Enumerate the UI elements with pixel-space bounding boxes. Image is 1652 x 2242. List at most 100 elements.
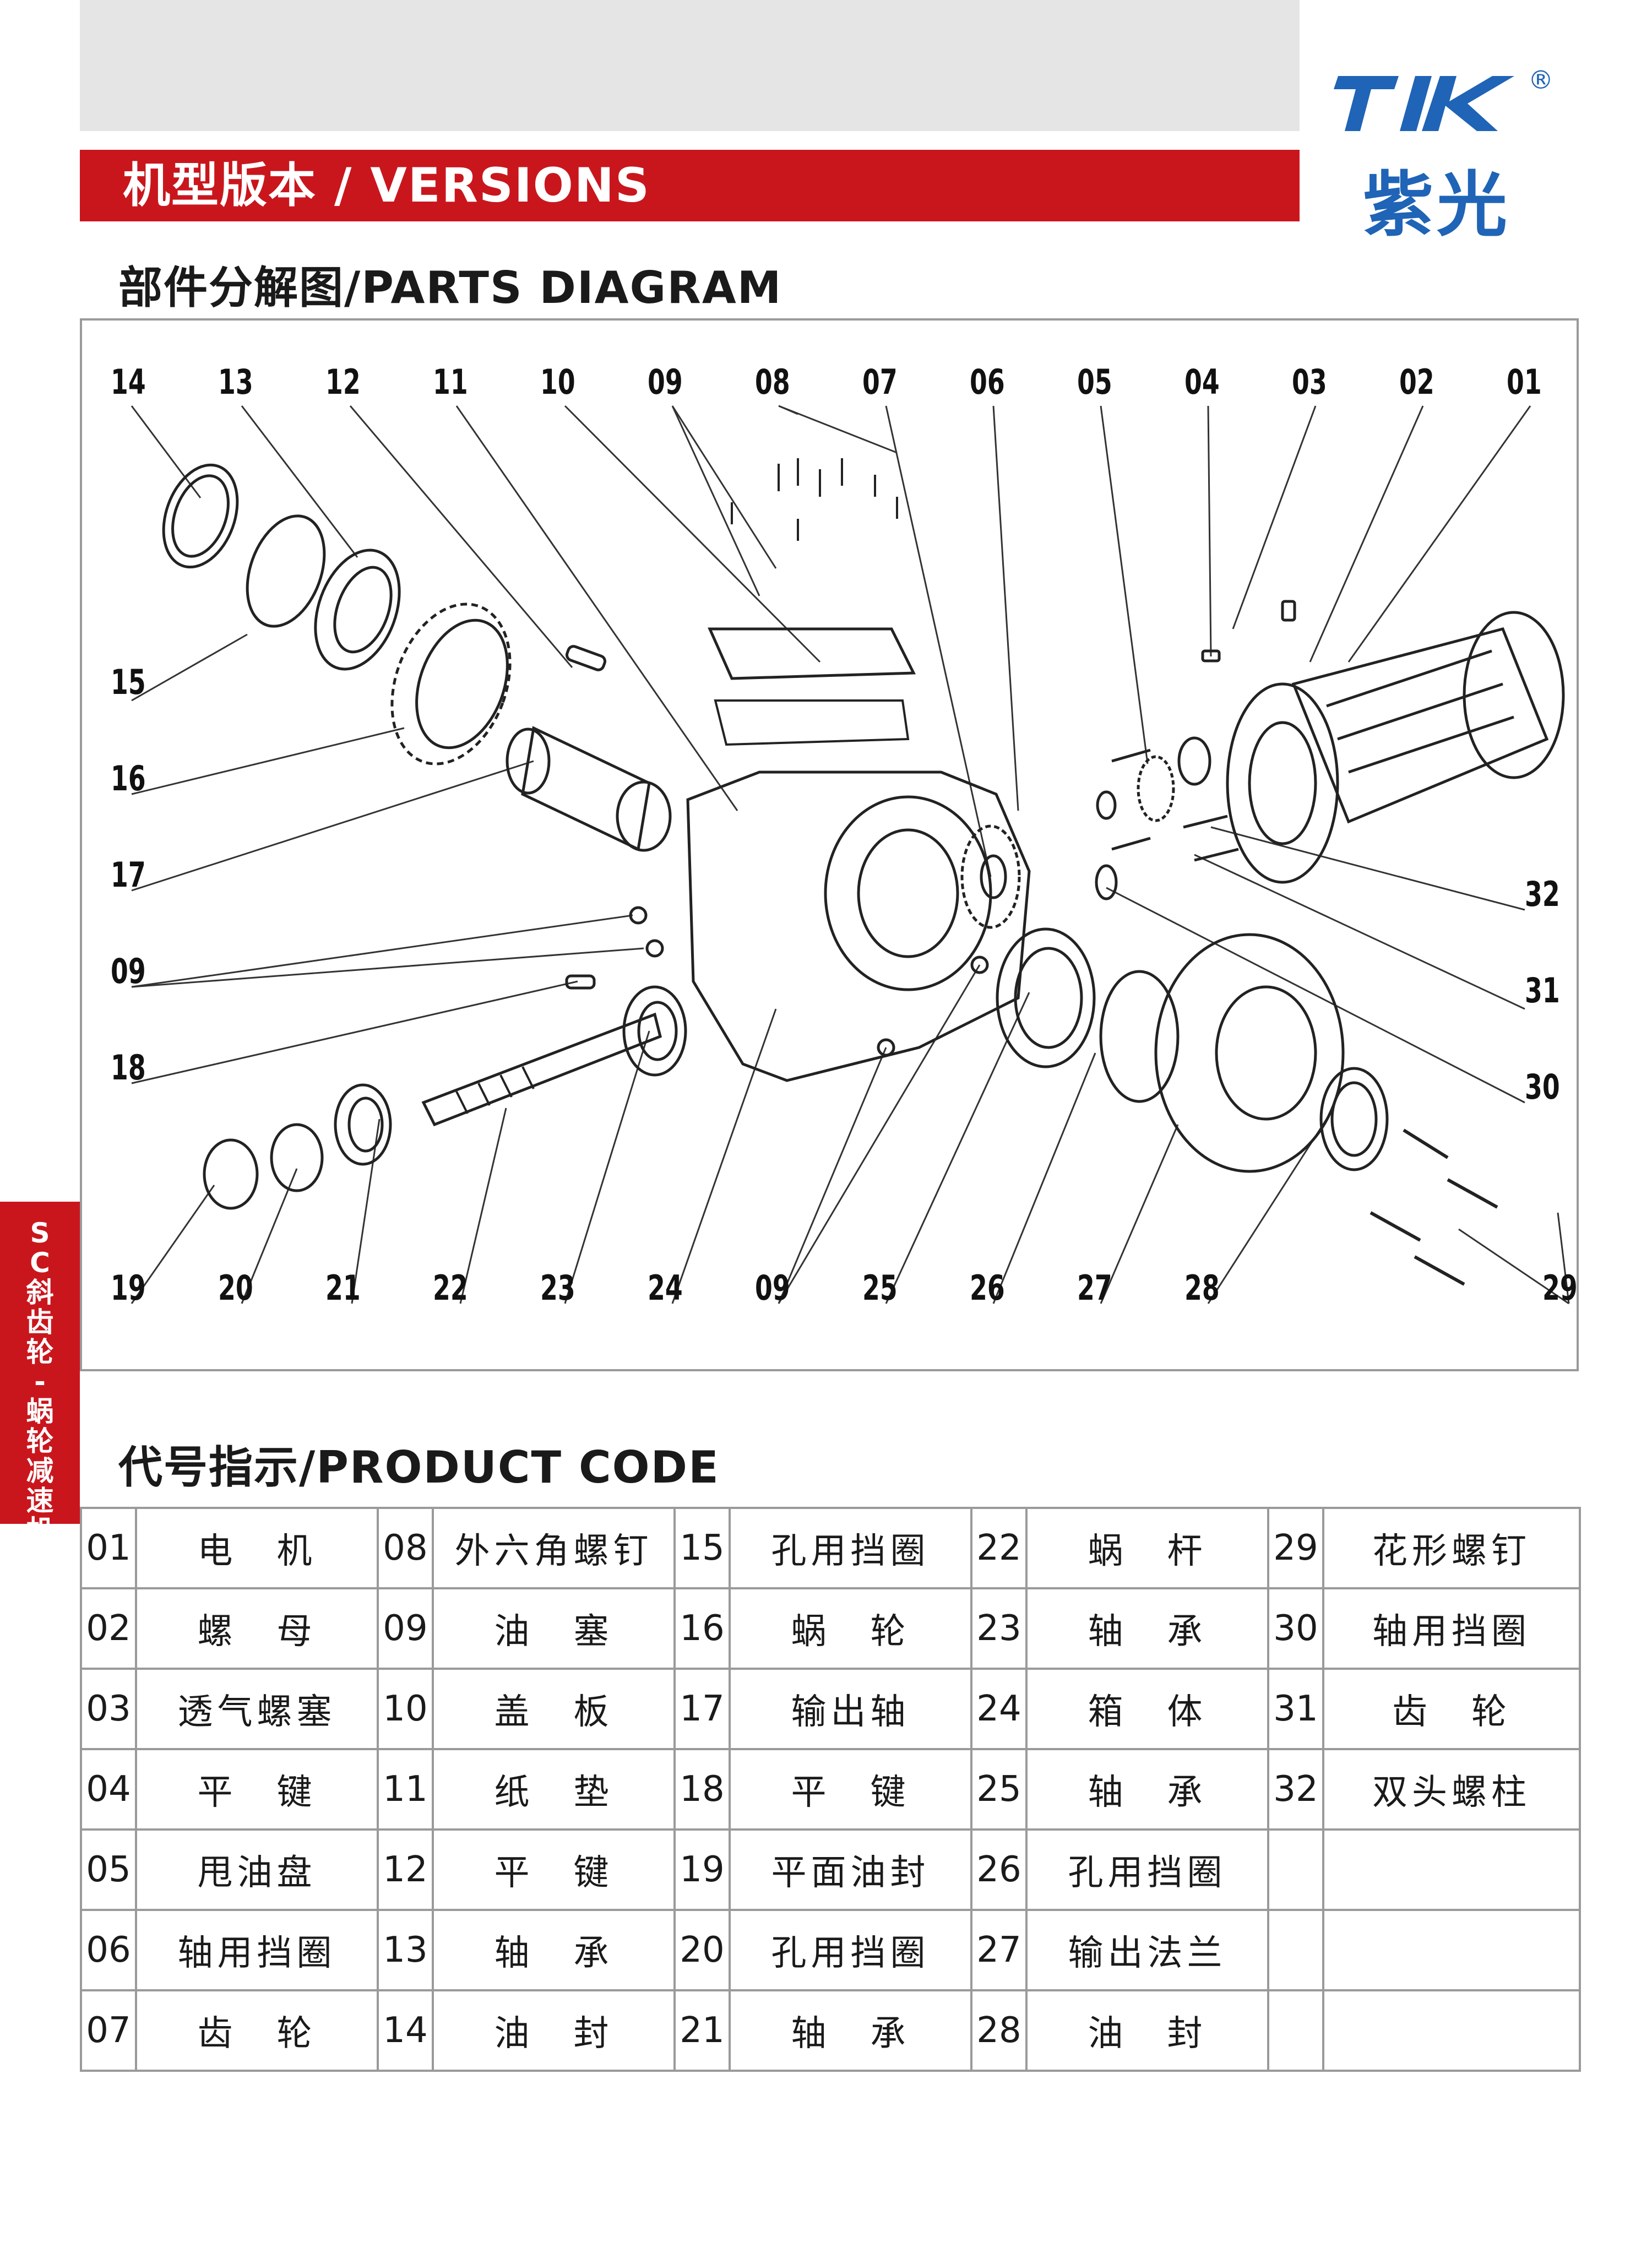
callout-top_labels-05: 05 bbox=[1077, 362, 1112, 402]
side-tab-char: 齿 bbox=[26, 1306, 54, 1338]
callout-left_labels-09: 09 bbox=[111, 951, 146, 991]
part-name: 孔用挡圈 bbox=[1025, 1828, 1269, 1911]
part-name: 输出法兰 bbox=[1025, 1909, 1269, 1991]
empty-cell bbox=[1322, 1828, 1581, 1911]
part-name: 外六角螺钉 bbox=[432, 1507, 676, 1589]
brand-logo: ® 紫光 bbox=[1333, 65, 1564, 246]
part-code: 12 bbox=[377, 1828, 434, 1911]
part-name: 油 封 bbox=[1025, 1989, 1269, 2072]
part-name: 纸 垫 bbox=[432, 1748, 676, 1831]
callout-top_labels-06: 06 bbox=[970, 362, 1005, 402]
exploded-view-drawing bbox=[131, 405, 1570, 1305]
side-tab-char: 轮 bbox=[26, 1336, 54, 1368]
callout-bottom_labels-23: 23 bbox=[540, 1268, 575, 1308]
callout-left_labels-16: 16 bbox=[111, 758, 146, 799]
side-tab-char: 斜 bbox=[26, 1277, 54, 1309]
part-name: 蜗 轮 bbox=[729, 1587, 972, 1670]
part-name: 双头螺柱 bbox=[1322, 1748, 1581, 1831]
part-name: 轴 承 bbox=[729, 1989, 972, 2072]
part-name: 孔用挡圈 bbox=[729, 1507, 972, 1589]
callout-left_labels-15: 15 bbox=[111, 662, 146, 702]
callout-top_labels-07: 07 bbox=[862, 362, 898, 402]
part-code: 29 bbox=[1267, 1507, 1324, 1589]
part-code: 11 bbox=[377, 1748, 434, 1831]
side-tab-char: 轮 bbox=[26, 1425, 54, 1457]
part-code: 02 bbox=[80, 1587, 137, 1670]
part-name: 输出轴 bbox=[729, 1668, 972, 1750]
part-name: 平 键 bbox=[135, 1748, 379, 1831]
part-code: 24 bbox=[970, 1668, 1028, 1750]
part-name: 螺 母 bbox=[135, 1587, 379, 1670]
side-tab-char: 蜗 bbox=[26, 1396, 54, 1427]
part-code: 23 bbox=[970, 1587, 1028, 1670]
part-code: 08 bbox=[377, 1507, 434, 1589]
part-code: 25 bbox=[970, 1748, 1028, 1831]
side-tab-char: S bbox=[30, 1217, 50, 1249]
callout-top_labels-02: 02 bbox=[1399, 362, 1434, 402]
callout-top_labels-08: 08 bbox=[755, 362, 790, 402]
part-name: 轴 承 bbox=[1025, 1748, 1269, 1831]
part-code: 20 bbox=[673, 1909, 731, 1991]
callout-top_labels-04: 04 bbox=[1184, 362, 1220, 402]
part-name: 齿 轮 bbox=[135, 1989, 379, 2072]
part-name: 轴 承 bbox=[1025, 1587, 1269, 1670]
callout-top_labels-11: 11 bbox=[433, 362, 468, 402]
callout-top_labels-14: 14 bbox=[111, 362, 146, 402]
callout-right_labels-31: 31 bbox=[1525, 970, 1560, 1011]
side-tab-char: - bbox=[34, 1366, 46, 1398]
brand-name-zh: 紫光 bbox=[1363, 164, 1511, 246]
callout-bottom_labels-21: 21 bbox=[325, 1268, 361, 1308]
part-code: 01 bbox=[80, 1507, 137, 1589]
side-tab-char: 速 bbox=[26, 1485, 54, 1517]
part-name: 平面油封 bbox=[729, 1828, 972, 1911]
part-code: 27 bbox=[970, 1909, 1028, 1991]
callout-top_labels-09: 09 bbox=[648, 362, 683, 402]
part-name: 轴用挡圈 bbox=[135, 1909, 379, 1991]
callout-bottom_labels-28: 28 bbox=[1184, 1268, 1220, 1308]
header-red-bar: 机型版本 / VERSIONS bbox=[80, 150, 1300, 221]
part-code: 28 bbox=[970, 1989, 1028, 2072]
part-code: 17 bbox=[673, 1668, 731, 1750]
empty-cell bbox=[1267, 1828, 1324, 1911]
part-name: 电 机 bbox=[135, 1507, 379, 1589]
callout-bottom_labels-20: 20 bbox=[218, 1268, 253, 1308]
empty-cell bbox=[1267, 1989, 1324, 2072]
part-name: 透气螺塞 bbox=[135, 1668, 379, 1750]
parts-diagram-heading: 部件分解图/PARTS DIAGRAM bbox=[118, 262, 782, 313]
page-title: 机型版本 / VERSIONS bbox=[123, 158, 650, 213]
part-name: 轴用挡圈 bbox=[1322, 1587, 1581, 1670]
callout-right_labels-30: 30 bbox=[1525, 1067, 1560, 1107]
part-name: 孔用挡圈 bbox=[729, 1909, 972, 1991]
part-code: 10 bbox=[377, 1668, 434, 1750]
part-name: 箱 体 bbox=[1025, 1668, 1269, 1750]
callout-bottom_labels-24: 24 bbox=[648, 1268, 683, 1308]
part-name: 油 塞 bbox=[432, 1587, 676, 1670]
part-code: 19 bbox=[673, 1828, 731, 1911]
part-name: 盖 板 bbox=[432, 1668, 676, 1750]
side-tab-char: 减 bbox=[26, 1455, 54, 1487]
part-code: 21 bbox=[673, 1989, 731, 2072]
part-code: 26 bbox=[970, 1828, 1028, 1911]
callout-bottom_labels-09: 09 bbox=[755, 1268, 790, 1308]
part-code: 14 bbox=[377, 1989, 434, 2072]
side-tab-char: C bbox=[30, 1247, 50, 1279]
part-name: 花形螺钉 bbox=[1322, 1507, 1581, 1589]
callout-bottom_labels-26: 26 bbox=[970, 1268, 1005, 1308]
empty-cell bbox=[1322, 1909, 1581, 1991]
part-name: 平 键 bbox=[432, 1828, 676, 1911]
empty-cell bbox=[1322, 1989, 1581, 2072]
part-name: 蜗 杆 bbox=[1025, 1507, 1269, 1589]
part-code: 32 bbox=[1267, 1748, 1324, 1831]
empty-cell bbox=[1267, 1909, 1324, 1991]
part-name: 平 键 bbox=[729, 1748, 972, 1831]
callout-bottom_labels-27: 27 bbox=[1077, 1268, 1112, 1308]
